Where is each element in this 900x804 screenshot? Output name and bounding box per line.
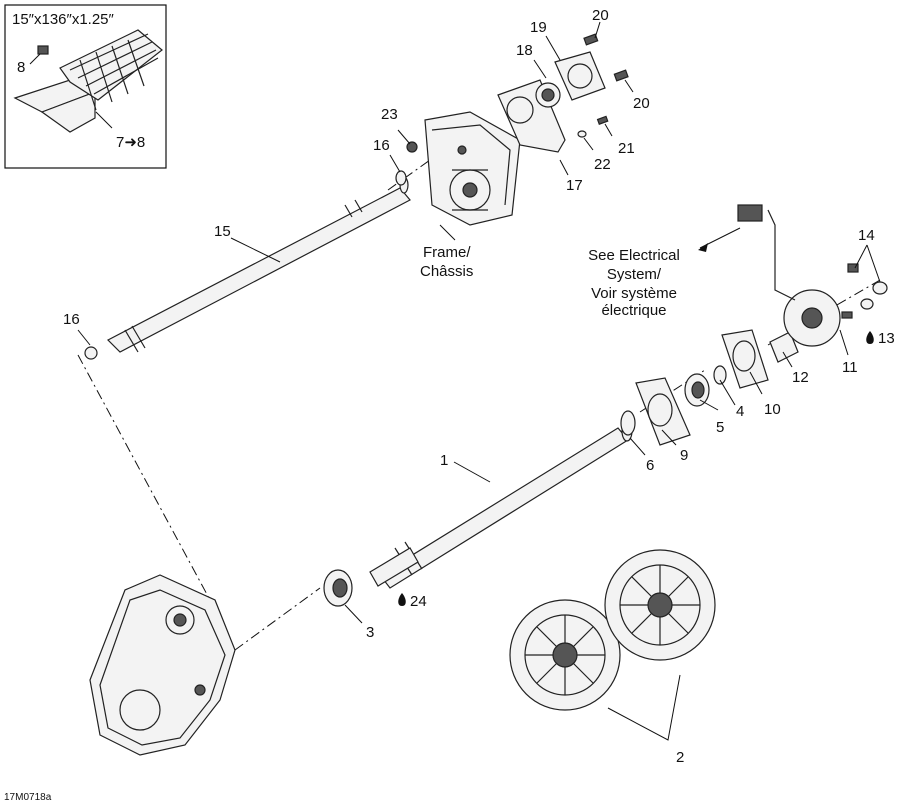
callout-18: 18 [516, 42, 533, 59]
callouts: 1 2 3 4 5 6 9 10 11 12 13 14 15 16 16 17… [63, 7, 895, 766]
inset-callout-8: 8 [17, 59, 25, 76]
callout-5: 5 [716, 419, 724, 436]
callout-9: 9 [680, 447, 688, 464]
callout-16-upper: 16 [373, 137, 390, 154]
track-size-label: 15″x136″x1.25″ [12, 11, 115, 28]
callout-4: 4 [736, 403, 744, 420]
callout-19: 19 [530, 19, 547, 36]
sprocket-rear [604, 549, 716, 661]
sprocket-front [509, 599, 621, 711]
callout-1: 1 [440, 452, 448, 469]
inset-callout-7-to-8: 7➜8 [116, 134, 145, 151]
callout-14: 14 [858, 227, 875, 244]
electrical-arrow-icon [698, 243, 708, 252]
electrical-note-line-3: Voir système [591, 285, 677, 302]
callout-20-top: 20 [592, 7, 609, 24]
callout-10: 10 [764, 401, 781, 418]
electrical-note: See Electrical System/ Voir système élec… [588, 247, 680, 319]
bearing-housing-upper [406, 33, 629, 153]
callout-11: 11 [842, 359, 858, 376]
frame-note-line-2: Châssis [420, 263, 473, 280]
callout-22: 22 [594, 156, 611, 173]
callout-6: 6 [646, 457, 654, 474]
track-inset: 15″x136″x1.25″ 8 7➜8 [4, 4, 167, 169]
electrical-note-line-4: électrique [601, 302, 666, 319]
callout-2: 2 [676, 749, 684, 766]
track-illustration [13, 29, 163, 133]
callout-3: 3 [366, 624, 374, 641]
shaft-1 [369, 420, 633, 589]
callout-17: 17 [566, 177, 583, 194]
electrical-note-line-2: System/ [607, 266, 662, 283]
callout-21: 21 [618, 140, 635, 157]
frame-note: Frame/ Châssis [420, 244, 473, 280]
drawing-id: 17M0718a [4, 792, 52, 803]
frame-note-line-1: Frame/ [423, 244, 471, 261]
callout-12: 12 [792, 369, 809, 386]
shaft-15 [84, 170, 411, 360]
callout-23: 23 [381, 106, 398, 123]
callout-16-lower: 16 [63, 311, 80, 328]
bearing-stack-right [620, 204, 888, 446]
chaincase [89, 574, 236, 756]
frame-bracket [424, 111, 521, 226]
lubricant-drop-icon [866, 331, 874, 344]
callout-15: 15 [214, 223, 231, 240]
bearing-3 [323, 569, 353, 607]
drive-sprockets [509, 549, 716, 711]
callout-13: 13 [878, 330, 895, 347]
lubricant-drop-icon [398, 593, 406, 606]
callout-20-right: 20 [633, 95, 650, 112]
assembly-centerlines [77, 159, 881, 651]
electrical-note-line-1: See Electrical [588, 247, 680, 264]
leader-lines [77, 21, 881, 741]
callout-24: 24 [410, 593, 427, 610]
